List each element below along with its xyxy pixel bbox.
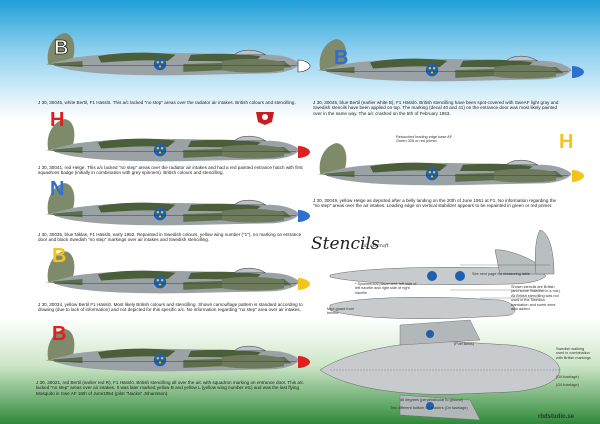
note-british: Shown stencils are British (and some Swe… [511, 285, 561, 312]
aircraft-letter: B [334, 47, 348, 69]
caption-5: J 30, 30021, red Bertil (earlier red R),… [36, 380, 304, 396]
aircraft-letter: B [54, 37, 68, 59]
stencils-diagram [319, 230, 561, 420]
spinner [572, 66, 584, 78]
note-bottom-1: 45 degrees (perpendicular to ground) [400, 398, 463, 402]
caption-2: J 30, 30041, red Helge. This a/c lacked … [38, 165, 303, 176]
caption-3: J 30, 30035, blue Niklas, F1 Hässlö, ear… [38, 232, 302, 243]
website-label: rbdstudio.se [538, 414, 575, 420]
note-oil-2: (Oil-fuselage) [556, 383, 579, 387]
spinner [298, 278, 310, 290]
profile-blue-bertil: B [316, 38, 584, 83]
profile-blue-niklas: N [44, 178, 310, 227]
profile-yellow-bertil: B [44, 245, 310, 295]
profile-yellow-helge: H [316, 131, 584, 187]
stencils-subtitle: all aircraft [362, 243, 389, 249]
note-measuring: See next page for measuring table [472, 272, 531, 276]
caption-6: J 30, 30045, blue Bertil (earlier white … [313, 100, 559, 116]
spinner [298, 146, 310, 158]
aircraft-letter: B [52, 323, 66, 345]
profile-white-bertil: B [44, 32, 311, 77]
stencils-title: Stencils [311, 234, 380, 254]
profile-red-bertil: B [44, 323, 310, 373]
profile-red-helge: H [44, 109, 310, 163]
squadron-badge-icon [256, 112, 274, 125]
spinner [298, 356, 310, 368]
page-number: 5 [297, 5, 300, 10]
note-bottom-2: Two different bottom up readers (On fuse… [390, 406, 468, 410]
note-mud-guard: Mud-guard from behind [327, 307, 355, 316]
side-note: Retouched leading edge base AF Green 335… [396, 135, 453, 144]
note-oil-1: (Oil-fuselage) [556, 375, 579, 379]
aircraft-letter: B [52, 245, 66, 267]
aircraft-letter: H [50, 109, 64, 131]
caption-7: J 30, 30049, yellow Helge as depicted af… [313, 198, 557, 209]
aircraft-letter: N [50, 178, 64, 200]
note-symmetrical: * Symmetrical placement, left side of le… [355, 282, 417, 295]
spinner [297, 59, 311, 73]
spinner [298, 210, 310, 222]
aircraft-letter: H [559, 131, 573, 153]
caption-1: J 30, 30045, white Bertil, F1 Hässlö. Th… [38, 100, 296, 105]
caption-4: J 30, 30034, yellow Bertil F1 Hässlö. Mo… [38, 302, 303, 313]
note-fuel: (Fuel tanks) [454, 342, 475, 346]
spinner [572, 170, 584, 182]
note-swedish-walking: Swedish walking used in combination with… [556, 347, 591, 360]
